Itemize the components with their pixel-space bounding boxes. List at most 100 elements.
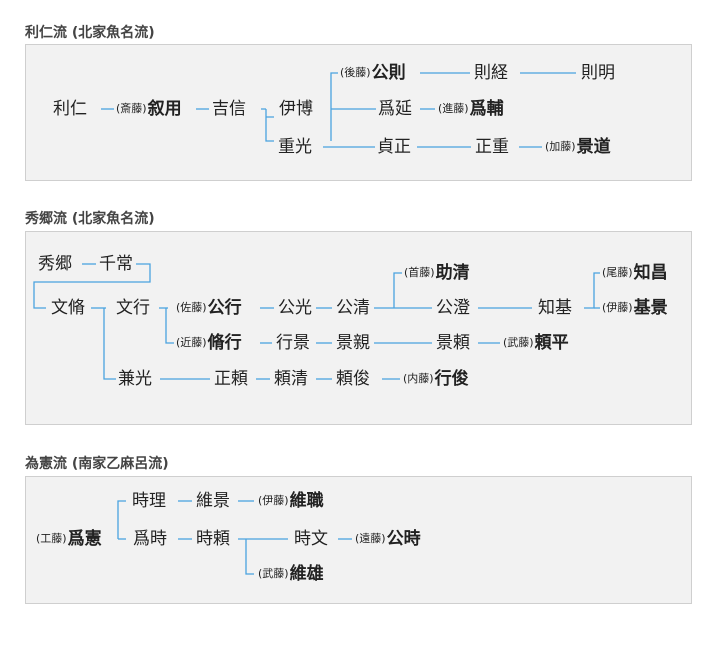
node-name: 叙用	[147, 99, 182, 119]
node-name: 爲延	[378, 99, 412, 119]
clan-label: (伊藤)	[602, 301, 633, 314]
node-name: 正重	[475, 137, 509, 157]
lineage-node: (斎藤)叙用	[116, 101, 182, 118]
clan-label: (斎藤)	[116, 102, 147, 115]
lineage-node: (遠藤)公時	[355, 531, 421, 548]
node-name: 景親	[336, 333, 370, 353]
lineage-node: 維景	[196, 493, 230, 510]
lineage-node: 時理	[132, 493, 166, 510]
node-name: 文行	[116, 298, 150, 318]
lineage-node: 公光	[278, 300, 312, 317]
node-name: 維雄	[289, 564, 324, 584]
node-name: 頼平	[534, 333, 569, 353]
node-name: 脩行	[207, 333, 242, 353]
lineage-node: 景頼	[436, 335, 470, 352]
lineage-node: (佐藤)公行	[176, 300, 242, 317]
node-name: 爲憲	[67, 529, 102, 549]
node-name: 公清	[336, 298, 370, 318]
lineage-node: (加藤)景道	[545, 139, 611, 156]
node-name: 伊博	[279, 99, 313, 119]
lineage-node: 景親	[336, 335, 370, 352]
lineage-node: 吉信	[212, 101, 246, 118]
clan-label: (尾藤)	[602, 266, 633, 279]
node-name: 景道	[576, 137, 611, 157]
node-name: 正頼	[214, 369, 248, 389]
lineage-node: 正頼	[214, 371, 248, 388]
node-name: 行景	[276, 333, 310, 353]
clan-label: (工藤)	[36, 532, 67, 545]
lineage-node: 秀郷	[38, 256, 72, 273]
section-box-hidesato: 秀郷 千常 文脩 文行 (佐藤)公行 公光 公清 (首藤)助清 公澄 知基 (尾…	[25, 231, 692, 425]
lineage-node: 頼清	[274, 371, 308, 388]
lineage-node: 時頼	[196, 531, 230, 548]
lineage-node: (工藤)爲憲	[36, 531, 102, 548]
node-name: 時理	[132, 491, 166, 511]
lineage-node: (尾藤)知昌	[602, 265, 668, 282]
node-name: 行俊	[434, 369, 469, 389]
node-name: 重光	[278, 137, 312, 157]
node-name: 頼俊	[336, 369, 370, 389]
node-name: 知基	[538, 298, 572, 318]
node-name: 則明	[581, 63, 615, 83]
node-name: 頼清	[274, 369, 308, 389]
section-title-toshihito: 利仁流 (北家魚名流)	[25, 25, 155, 41]
node-name: 時頼	[196, 529, 230, 549]
clan-label: (武藤)	[503, 336, 534, 349]
clan-label: (内藤)	[403, 372, 434, 385]
lineage-node: 頼俊	[336, 371, 370, 388]
lineage-node: (武藤)維雄	[258, 566, 324, 583]
section-box-toshihito: 利仁 (斎藤)叙用 吉信 伊博 (後藤)公則 則経 則明 爲延 (進藤)爲輔 重…	[25, 44, 692, 181]
lineage-node: (伊藤)基景	[602, 300, 668, 317]
node-name: 文脩	[51, 298, 85, 318]
lineage-node: 則経	[474, 65, 508, 82]
node-name: 時文	[294, 529, 328, 549]
lineage-node: 知基	[538, 300, 572, 317]
node-name: 公行	[207, 298, 242, 318]
lineage-lines	[33, 263, 600, 380]
node-name: 維景	[196, 491, 230, 511]
lineage-node: (内藤)行俊	[403, 371, 469, 388]
node-name: 貞正	[377, 137, 411, 157]
lineage-lines	[101, 72, 576, 148]
clan-label: (進藤)	[438, 102, 469, 115]
lineage-node: 公清	[336, 300, 370, 317]
node-name: 公光	[278, 298, 312, 318]
section-title-tamenori: 為憲流 (南家乙麻呂流)	[25, 456, 169, 472]
lineage-node: 文行	[116, 300, 150, 317]
lineage-node: (首藤)助清	[404, 265, 470, 282]
clan-label: (近藤)	[176, 336, 207, 349]
node-name: 公則	[371, 63, 406, 83]
lineage-node: 則明	[581, 65, 615, 82]
node-name: 助清	[435, 263, 470, 283]
lineage-node: 伊博	[279, 101, 313, 118]
node-name: 千常	[99, 254, 133, 274]
lineage-node: 利仁	[53, 101, 87, 118]
section-box-tamenori: (工藤)爲憲 時理 維景 (伊藤)維職 爲時 時頼 時文 (遠藤)公時 (武藤)…	[25, 476, 692, 604]
lineage-node: (後藤)公則	[340, 65, 406, 82]
clan-label: (佐藤)	[176, 301, 207, 314]
lineage-node: 重光	[278, 139, 312, 156]
lineage-lines	[117, 500, 352, 575]
clan-label: (加藤)	[545, 140, 576, 153]
node-name: 吉信	[212, 99, 246, 119]
lineage-node: 千常	[99, 256, 133, 273]
node-name: 秀郷	[38, 254, 72, 274]
node-name: 公時	[386, 529, 421, 549]
lineage-node: 正重	[475, 139, 509, 156]
lineage-node: 時文	[294, 531, 328, 548]
node-name: 爲輔	[469, 99, 504, 119]
lineage-node: (伊藤)維職	[258, 493, 324, 510]
lineage-node: (武藤)頼平	[503, 335, 569, 352]
section-title-hidesato: 秀郷流 (北家魚名流)	[25, 211, 155, 227]
lineage-node: 公澄	[436, 300, 470, 317]
node-name: 爲時	[133, 529, 167, 549]
node-name: 則経	[474, 63, 508, 83]
lineage-node: (進藤)爲輔	[438, 101, 504, 118]
lineage-node: 行景	[276, 335, 310, 352]
lineage-node: 文脩	[51, 300, 85, 317]
clan-label: (伊藤)	[258, 494, 289, 507]
clan-label: (首藤)	[404, 266, 435, 279]
node-name: 公澄	[436, 298, 470, 318]
lineage-node: (近藤)脩行	[176, 335, 242, 352]
clan-label: (遠藤)	[355, 532, 386, 545]
